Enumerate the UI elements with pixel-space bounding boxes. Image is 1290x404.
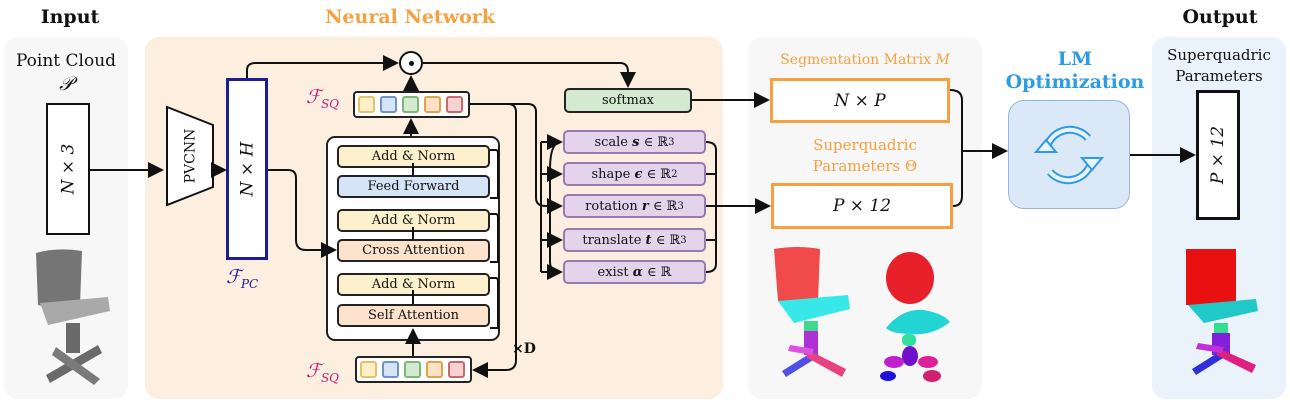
segmented-chair-image [774, 247, 850, 377]
output-matrix: P × 12 [1196, 90, 1240, 220]
input-section-title: Input [40, 6, 100, 28]
bottom-token-1 [360, 361, 377, 378]
superquadric-primitives-image [880, 252, 950, 382]
refresh-cycle-icon [1033, 125, 1105, 184]
top-token-4 [424, 96, 441, 113]
input-matrix: N × 3 [46, 103, 90, 235]
bottom-token-3 [404, 361, 421, 378]
self-attention-layer: Self Attention [337, 304, 490, 327]
neural-network-section-title: Neural Network [325, 6, 495, 28]
segmentation-matrix-title: Segmentation Matrix M [780, 52, 950, 68]
top-token-2 [380, 96, 397, 113]
lm-optimization-block [1008, 100, 1130, 209]
sq-parameters-title: Superquadric Parameters Θ [812, 136, 918, 175]
bottom-token-2 [382, 361, 399, 378]
f-pc-label: ℱPC [226, 266, 259, 291]
point-features-matrix: N × H [226, 78, 268, 260]
segmentation-matrix: N × P [770, 78, 950, 123]
bottom-token-4 [426, 361, 443, 378]
sq-parameters-matrix: P × 12 [771, 183, 953, 229]
f-sq-top-label: ℱSQ [306, 86, 339, 111]
top-token-3 [402, 96, 419, 113]
add-norm-layer-1: Add & Norm [337, 145, 490, 168]
point-cloud-symbol: 𝒫 [59, 73, 73, 95]
input-chair-image [36, 249, 110, 385]
cross-attention-layer: Cross Attention [337, 239, 490, 262]
output-chair-image [1186, 249, 1258, 375]
param-head-exist: exist α ∈ ℝ [563, 260, 706, 284]
feed-forward-layer: Feed Forward [337, 175, 490, 198]
output-section-title: Output [1182, 6, 1258, 28]
add-norm-layer-2: Add & Norm [337, 209, 490, 232]
top-token-1 [358, 96, 375, 113]
bottom-token-5 [448, 361, 465, 378]
pvcnn-encoder [166, 105, 214, 207]
repeat-d-label: ×D [512, 341, 536, 357]
lm-optimization-title: LM Optimization [1005, 48, 1145, 93]
output-panel-title: Superquadric Parameters [1167, 46, 1271, 85]
top-token-5 [446, 96, 463, 113]
point-cloud-title: Point Cloud [15, 51, 117, 71]
softmax-head: softmax [564, 88, 692, 113]
f-sq-bottom-label: ℱSQ [306, 360, 339, 385]
dot-product-node [399, 51, 423, 75]
